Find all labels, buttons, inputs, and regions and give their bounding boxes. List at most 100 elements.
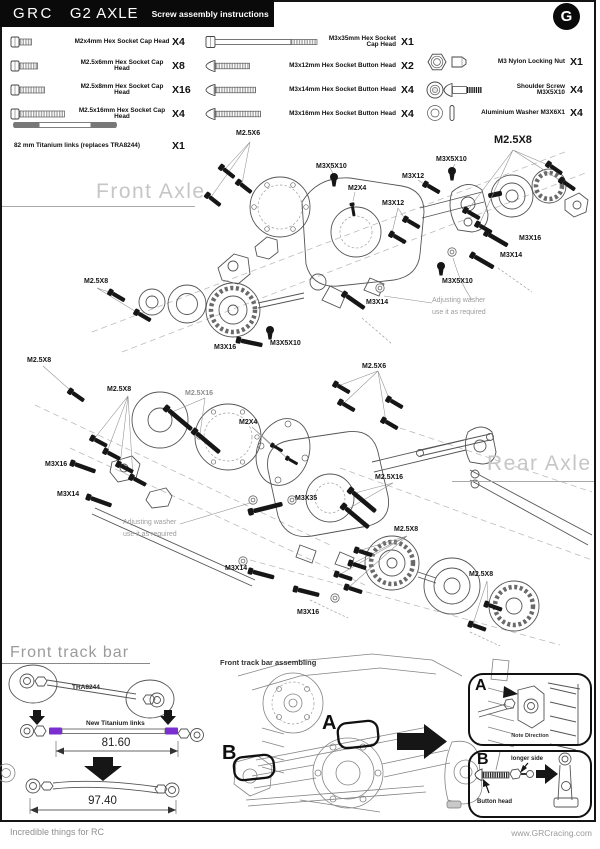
rear-axle-underline (452, 481, 594, 482)
part-qty: X4 (570, 84, 583, 96)
front-axle-diagram (91, 141, 589, 353)
detail-panel-b (468, 750, 592, 818)
cap-screw-icon (10, 36, 32, 48)
old-link-label: TRA8244 (72, 684, 100, 691)
new-link-dimension: 81.60 (101, 737, 131, 749)
part-name: M2.5x8mm Hex Socket Cap Head (80, 82, 164, 96)
track-bar-underline (2, 663, 150, 664)
track-bar-diagram (8, 664, 204, 814)
part-label: M3X12 (382, 200, 405, 207)
part-label: M3X14 (225, 565, 248, 572)
part-name: M3x12mm Hex Socket Button Head (289, 61, 396, 69)
panel-b-art (474, 752, 579, 808)
adjusting-washer-note: use it as required (123, 531, 177, 538)
front-axle-title: Front Axle (96, 180, 206, 203)
longer-side-label: longer side (511, 756, 544, 762)
track-bar-assembling-diagram (0, 653, 515, 813)
panel-a-letter: A (475, 677, 487, 694)
part-name: 82 mm Titanium links (replaces TRA8244) (14, 141, 140, 149)
button-screw-icon (205, 83, 256, 97)
cap-screw-icon (10, 60, 38, 72)
parts-row: M2.5x16mm Hex Socket Cap Head X4 (10, 103, 198, 125)
part-label: M3X16 (45, 461, 68, 468)
footer-tagline: Incredible things for RC (10, 827, 105, 837)
part-label: M3X14 (366, 299, 389, 306)
part-name: Aluminium Washer M3X6X1 (481, 108, 565, 116)
part-label: M2.5X16 (375, 474, 404, 481)
button-head-label: Button head (477, 799, 512, 805)
parts-row: Shoulder Screw M3X5X10 X4 (426, 79, 592, 101)
grc-logo-icon: G (553, 3, 580, 30)
part-qty: X8 (172, 60, 185, 72)
part-label: M2.5X6 (236, 130, 261, 137)
part-label: M2X4 (239, 419, 258, 426)
part-label: M2.5X8 (107, 386, 132, 393)
part-label: M2.5X8 (84, 278, 109, 285)
part-label: M2.5X8 (27, 357, 52, 364)
part-label: M3X35 (295, 495, 318, 502)
washer-icon (427, 105, 455, 121)
adjusting-washer-note: Adjusting washer (432, 297, 486, 304)
part-label: M2.5X8 (469, 571, 494, 578)
locking-nut-icon (427, 53, 467, 71)
detail-panel-a (468, 673, 592, 746)
header-bar: GRC G2 AXLE Screw assembly instructions (0, 0, 274, 27)
part-label: M2.5X6 (362, 363, 387, 370)
new-link-label: New Titanium links (86, 720, 145, 727)
part-name: M2.5x6mm Hex Socket Cap Head (80, 58, 164, 72)
panel-b-letter: B (477, 751, 489, 768)
long-cap-screw-icon (205, 36, 318, 48)
product-title: G2 AXLE (69, 5, 139, 22)
part-label: M3X5X10 (442, 278, 473, 285)
shoulder-screw-icon (426, 81, 482, 99)
parts-row: M3x16mm Hex Socket Button Head X4 (205, 103, 423, 125)
part-label: M3X16 (297, 609, 320, 616)
part-name: M2.5x16mm Hex Socket Cap Head (78, 106, 166, 120)
part-label: M3X14 (500, 252, 523, 259)
parts-row: Aluminium Washer M3X6X1 X4 (426, 102, 592, 124)
titanium-link-icon (13, 122, 117, 128)
button-screw-icon (205, 107, 261, 121)
part-qty: X4 (570, 107, 583, 119)
parts-row: M2x4mm Hex Socket Cap Head X4 (10, 31, 198, 53)
part-qty: X2 (401, 60, 414, 72)
part-qty: X1 (172, 140, 185, 152)
part-qty: X4 (401, 108, 414, 120)
part-label: M2.5X8 (394, 526, 419, 533)
parts-row: 82 mm Titanium links (replaces TRA8244) … (10, 139, 198, 153)
part-qty: X4 (172, 36, 185, 48)
adjusting-washer-note: Adjusting washer (123, 519, 177, 526)
part-qty: X4 (172, 108, 185, 120)
part-qty: X1 (570, 56, 583, 68)
part-name: Shoulder Screw M3X5X10 (516, 82, 565, 96)
footer-website: www.GRCracing.com (511, 828, 592, 838)
part-qty: X4 (401, 84, 414, 96)
callout-a: A (322, 712, 337, 734)
parts-row: M2.5x6mm Hex Socket Cap Head X8 (10, 55, 198, 77)
part-label: M2.5X16 (185, 390, 214, 397)
cap-screw-icon (10, 84, 45, 96)
part-label: M3X5X10 (436, 156, 467, 163)
part-name: M3 Nylon Locking Nut (497, 57, 565, 65)
part-label: M3X5X10 (316, 163, 347, 170)
page-border (0, 0, 596, 822)
cap-screw-icon (10, 108, 65, 120)
header-subtitle: Screw assembly instructions (151, 8, 269, 19)
parts-row: M2.5x8mm Hex Socket Cap Head X16 (10, 79, 198, 101)
panel-a-note: Note Direction (511, 733, 549, 739)
track-bar-title: Front track bar (10, 644, 130, 661)
part-name: M3x35mm Hex Socket Cap Head (328, 34, 396, 48)
adjusting-washer-note: use it as required (432, 309, 486, 316)
part-label: M3X16 (519, 235, 542, 242)
part-label: M3X14 (57, 491, 80, 498)
parts-row: M3 Nylon Locking Nut X1 (426, 51, 592, 73)
front-axle-underline (2, 206, 195, 207)
part-label: M2.5X8 (494, 134, 532, 146)
rear-axle-diagram (34, 365, 593, 647)
assembling-title: Front track bar assembling (220, 658, 317, 667)
brand-logo-text: GRC (13, 5, 54, 22)
part-qty: X1 (401, 36, 414, 48)
part-label: M3X16 (214, 344, 237, 351)
